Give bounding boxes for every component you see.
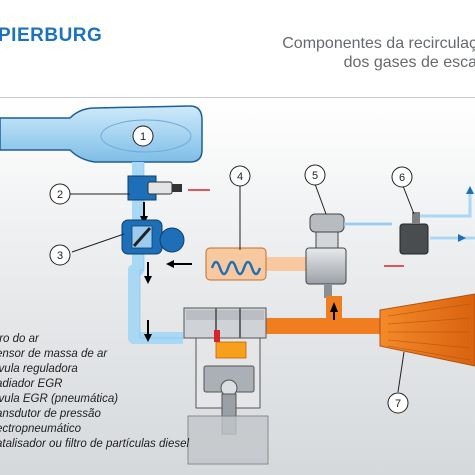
callout-number: 3 [57, 250, 63, 262]
egr-system-diagram: 1 2 3 4 5 6 7 [0, 98, 475, 475]
component-legend: tro do ar ensor de massa de ar lvula reg… [0, 332, 240, 452]
callout-6: 6 [391, 166, 413, 188]
page-title: Componentes da recirculaç dos gases de e… [282, 34, 475, 72]
callout-3: 3 [49, 244, 71, 266]
callout-number: 6 [399, 172, 405, 184]
callout-number: 5 [312, 170, 318, 182]
legend-item: ensor de massa de ar [0, 348, 108, 360]
legend-item: lvula reguladora [0, 363, 78, 375]
legend-item: adiador EGR [0, 378, 63, 390]
header-divider [0, 97, 475, 98]
callout-5: 5 [304, 164, 326, 186]
callout-number: 1 [140, 131, 146, 143]
brand-name: PIERBURG [0, 25, 103, 46]
callout-2: 2 [49, 183, 71, 205]
brand-logo: PIERBURG [0, 25, 102, 47]
title-line-1: Componentes da recirculaç [282, 35, 475, 52]
legend-item: ectropneumático [0, 423, 82, 435]
legend-item: tro do ar [0, 333, 39, 345]
callout-number: 2 [57, 189, 63, 201]
title-line-2: dos gases de esca [343, 54, 475, 71]
legend-item: atalisador ou filtro de partículas diese… [0, 438, 190, 450]
callout-1: 1 [132, 125, 154, 147]
legend-item: lvula EGR (pneumática) [0, 393, 119, 405]
callout-4: 4 [229, 165, 251, 187]
callout-number: 7 [395, 398, 401, 410]
callout-number: 4 [237, 171, 243, 183]
callout-7: 7 [387, 392, 409, 414]
legend-item: ansdutor de pressão [0, 408, 101, 420]
